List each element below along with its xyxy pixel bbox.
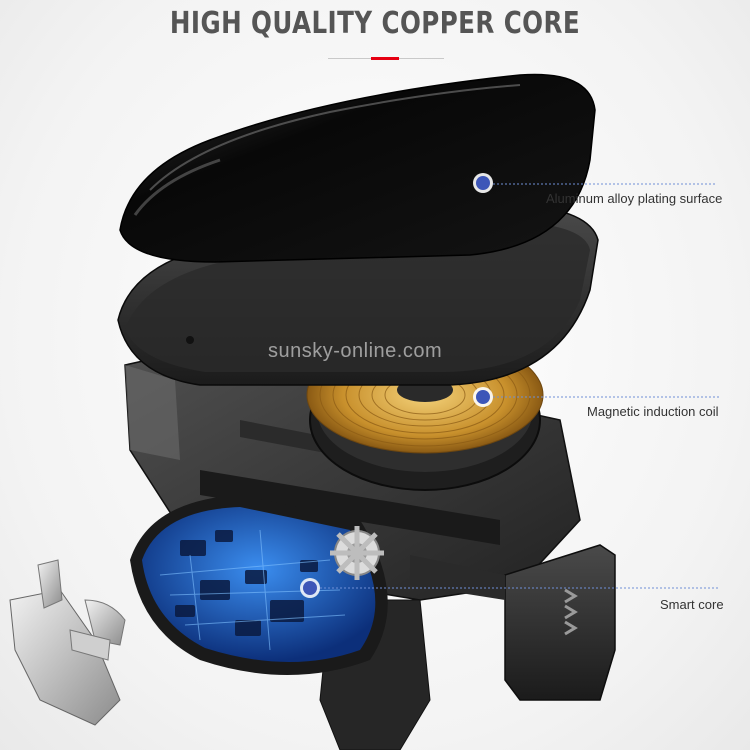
gear [330,526,384,580]
headline-accent-bar [371,57,399,60]
glass-top-plate [119,73,596,263]
left-metal-clamps [9,559,126,726]
callout-label-coil: Magnetic induction coil [587,404,719,419]
callout-marker-smart-core [300,578,720,598]
headline: HIGH QUALITY COPPER CORE [169,6,581,41]
right-clamp-arm [410,544,616,701]
watermark: sunsky-online.com [268,340,443,362]
callout-label-aluminum: Aluminum alloy plating surface [546,191,723,206]
callout-label-smart-core: Smart core [660,597,724,612]
callout-marker-coil [473,387,720,407]
callout-marker-aluminum [473,173,715,193]
pcb-board [130,495,388,675]
